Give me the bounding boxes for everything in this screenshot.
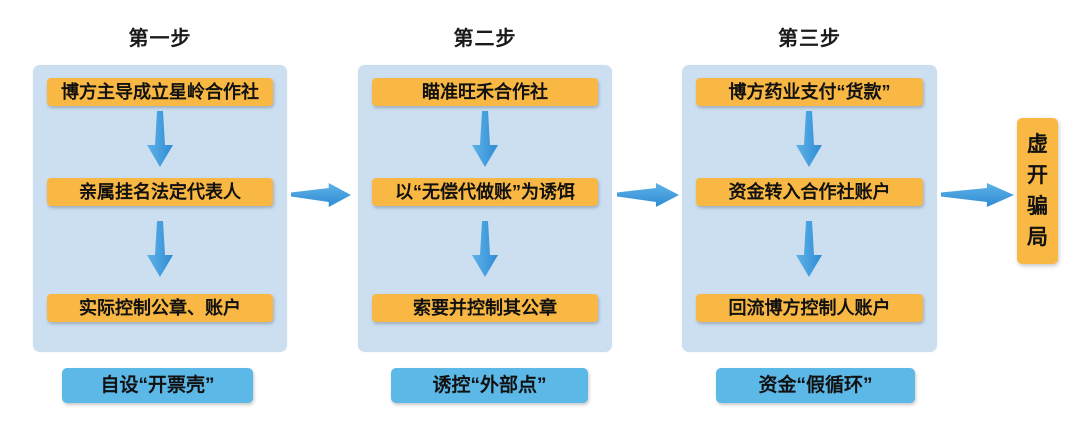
flow-box: 资金转入合作社账户	[696, 178, 923, 206]
arrow-right-icon	[941, 180, 1014, 210]
result-box: 虚开骗局	[1017, 118, 1058, 264]
flow-box: 博方主导成立星岭合作社	[47, 78, 273, 106]
arrow-right-icon	[617, 180, 679, 210]
arrow-down-icon	[470, 111, 500, 167]
arrow-down-icon	[794, 221, 824, 277]
arrow-down-icon	[145, 221, 175, 277]
flow-box: 回流博方控制人账户	[696, 294, 923, 322]
step3-caption: 资金“假循环”	[716, 368, 915, 403]
arrow-right-icon	[291, 180, 351, 210]
arrow-down-icon	[794, 111, 824, 167]
step1-caption: 自设“开票壳”	[62, 368, 253, 403]
arrow-down-icon	[470, 221, 500, 277]
flow-box: 实际控制公章、账户	[47, 294, 273, 322]
result-label: 虚开骗局	[1027, 133, 1048, 249]
step3-title: 第三步	[778, 28, 841, 50]
flow-box: 亲属挂名法定代表人	[47, 178, 273, 206]
arrow-down-icon	[145, 111, 175, 167]
step3-panel: 博方药业支付“货款” 资金转入合作社账户 回流博方控制人账户	[682, 65, 937, 352]
flow-box: 以“无偿代做账”为诱饵	[372, 178, 598, 206]
flow-box: 瞄准旺禾合作社	[372, 78, 598, 106]
step2-panel: 瞄准旺禾合作社 以“无偿代做账”为诱饵 索要并控制其公章	[358, 65, 612, 352]
flow-box: 索要并控制其公章	[372, 294, 598, 322]
step2-caption: 诱控“外部点”	[391, 368, 588, 403]
step1-title: 第一步	[128, 28, 192, 50]
step1-panel: 博方主导成立星岭合作社 亲属挂名法定代表人 实际控制公章、账户	[33, 65, 287, 352]
flow-box: 博方药业支付“货款”	[696, 78, 923, 106]
step2-title: 第二步	[453, 28, 517, 50]
